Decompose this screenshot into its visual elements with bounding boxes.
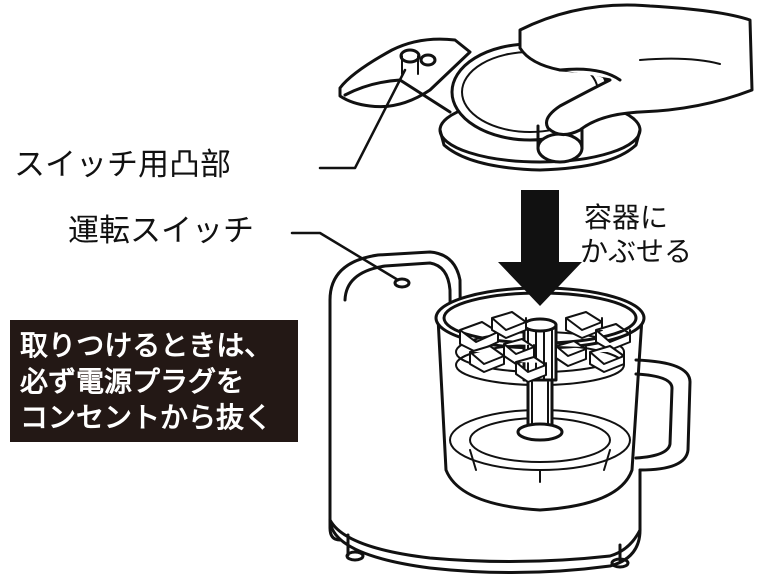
switch-protrusion-leader xyxy=(318,68,407,170)
switch-protrusion xyxy=(399,48,421,64)
hand xyxy=(518,3,754,136)
bowl xyxy=(434,286,692,512)
switch-protrusion-label: スイッチ用凸部 xyxy=(14,147,231,183)
warning-line-1: 取りつけるときは、 xyxy=(20,329,273,362)
food-cubes xyxy=(459,311,631,383)
warning-box: 取りつけるときは、 必ず電源プラグを コンセントから抜く xyxy=(10,320,298,442)
blade-assembly xyxy=(455,317,625,442)
run-switch-leader xyxy=(290,231,400,282)
run-switch-label: 運転スイッチ xyxy=(68,213,254,249)
processor-base xyxy=(328,250,642,575)
instruction-line-1: 容器に xyxy=(584,201,669,234)
warning-line-3: コンセントから抜く xyxy=(20,401,273,434)
warning-line-2: 必ず電源プラグを xyxy=(20,365,245,398)
instruction-line-2: かぶせる xyxy=(580,235,693,268)
down-arrow xyxy=(498,190,582,306)
